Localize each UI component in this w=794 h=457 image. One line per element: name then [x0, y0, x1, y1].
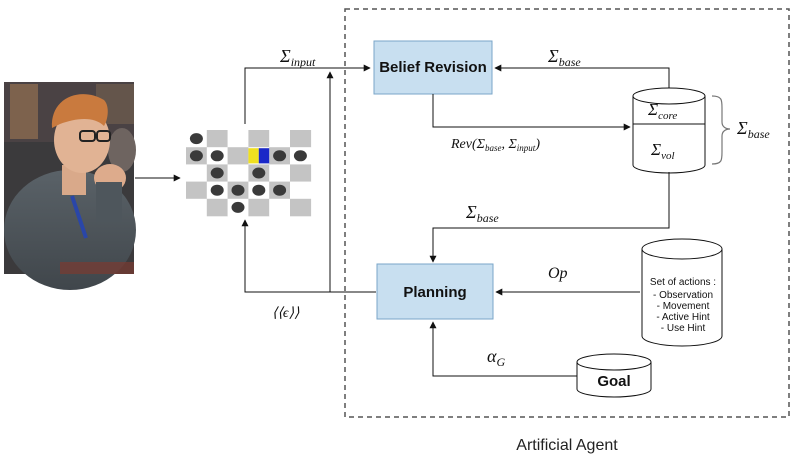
board-square: [227, 164, 249, 182]
epsilon-label: ⟨⟨ϵ⟩⟩: [272, 306, 300, 321]
board-square: [269, 198, 291, 217]
goal-label: Goal: [597, 373, 630, 390]
sigma-base-brace-label: Σbase: [736, 118, 770, 141]
belief-revision-label: Belief Revision: [379, 59, 487, 76]
hint-yellow-marker: [248, 148, 259, 164]
checker-piece: [210, 184, 224, 196]
action-item-use-hint: - Use Hint: [661, 323, 706, 334]
sigma-core-label: Σcore: [647, 100, 677, 122]
checker-piece: [189, 150, 203, 162]
op-label: Op: [548, 265, 568, 282]
player-photo: [4, 82, 136, 290]
board-square: [269, 130, 291, 148]
planning-to-board-arrow: [241, 219, 376, 293]
sigma-vol-label: Σvol: [650, 140, 675, 162]
board-square: [186, 198, 208, 217]
checker-piece: [210, 167, 224, 179]
agent-caption: Artificial Agent: [516, 437, 618, 454]
checker-piece: [293, 150, 307, 162]
belief-to-kb-arrow: [432, 94, 631, 131]
board-square: [290, 130, 312, 148]
kb-to-planning-arrow: [429, 172, 670, 263]
agent-boundary: [344, 8, 790, 418]
checker-piece: [273, 184, 287, 196]
checker-piece: [210, 150, 224, 162]
checker-piece: [252, 184, 266, 196]
rev-expression-label: Rev(Σbase, Σinput): [450, 137, 540, 153]
belief-revision-box: [373, 40, 493, 95]
actions-cylinder: [641, 238, 723, 347]
action-item-movement: - Movement: [657, 301, 710, 312]
board-square: [290, 198, 312, 217]
goal-to-planning-arrow: [429, 321, 577, 377]
board-square: [227, 130, 249, 148]
checker-piece: [252, 167, 266, 179]
board-square: [248, 130, 270, 148]
kb-brace: [711, 95, 731, 165]
board-square: [227, 147, 249, 165]
kb-to-belief-arrow: [494, 64, 670, 92]
sigma-base-mid-label: Σbase: [465, 202, 499, 225]
board-square: [206, 130, 228, 148]
board-to-belief-arrow: [244, 64, 371, 124]
checker-piece: [189, 133, 203, 145]
board-square: [186, 164, 208, 182]
actions-title: Set of actions :: [650, 277, 716, 288]
checker-piece: [231, 201, 245, 213]
board-square: [290, 164, 312, 182]
goal-cylinder: [576, 353, 652, 398]
game-board: [186, 130, 312, 217]
action-item-observation: - Observation: [653, 290, 713, 301]
action-item-active-hint: - Active Hint: [656, 312, 710, 323]
checker-piece: [231, 184, 245, 196]
board-square: [186, 181, 208, 200]
planning-label: Planning: [403, 284, 466, 301]
board-square: [269, 164, 291, 182]
planning-box: [376, 263, 494, 320]
alpha-label: αG: [487, 346, 505, 369]
hint-blue-marker: [258, 148, 270, 164]
checker-piece: [273, 150, 287, 162]
board-square: [290, 181, 312, 200]
board-square: [248, 198, 270, 217]
board-square: [206, 198, 228, 217]
sigma-input-label: Σinput: [279, 46, 316, 69]
sigma-base-top-label: Σbase: [547, 46, 581, 69]
